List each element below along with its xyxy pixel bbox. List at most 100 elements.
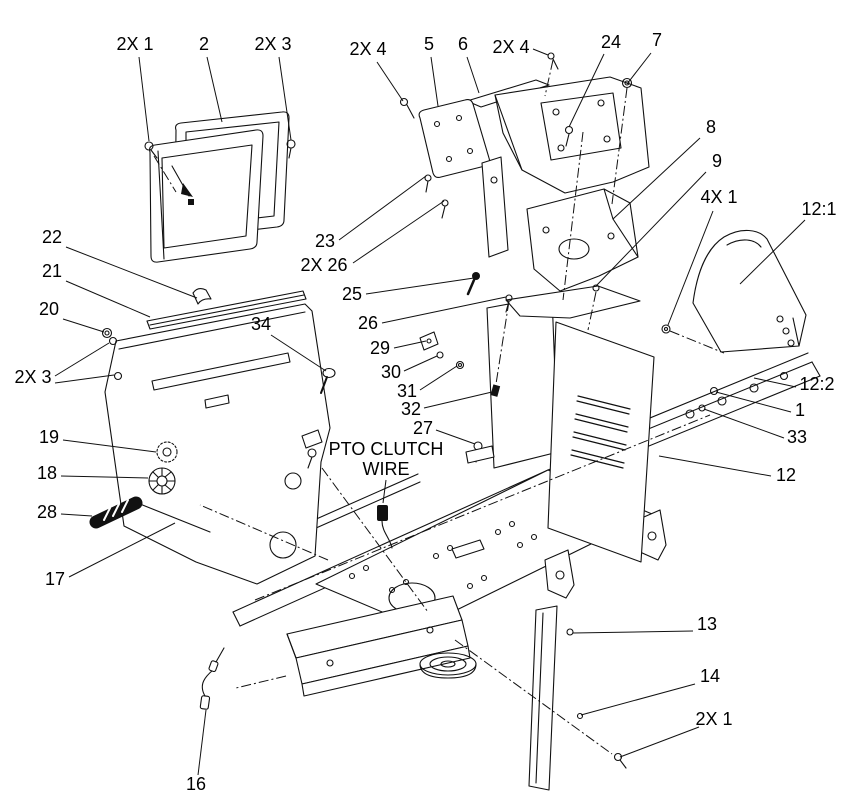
- screw-9: [592, 284, 600, 292]
- part-callout-7: 7: [652, 30, 662, 50]
- part-callout-21: 21: [42, 261, 62, 281]
- drawing-segment: [749, 383, 759, 393]
- drawing-segment: [388, 586, 396, 594]
- tower-upright: [486, 295, 559, 469]
- part-callout-17: 17: [45, 569, 65, 589]
- drawing-segment: [121, 499, 129, 513]
- drawing-segment: [603, 135, 611, 143]
- panel-17: [104, 303, 331, 585]
- leader-line-30: [403, 355, 438, 372]
- part-callout-30: 30: [381, 362, 401, 382]
- part-callout-16: 16: [186, 774, 206, 794]
- drawing-segment: [402, 578, 410, 586]
- drawing-segment: [647, 531, 657, 541]
- part-callout-2x4-b: 2X 4: [492, 37, 529, 57]
- panel-12: [547, 321, 655, 563]
- washer-14: [576, 712, 584, 720]
- drawing-segment: [445, 155, 453, 163]
- knob-19: [156, 441, 178, 463]
- drawing-segment: [572, 436, 626, 451]
- drawing-segment: [254, 414, 711, 601]
- drawing-segment: [726, 239, 762, 248]
- drawing-segment: [201, 669, 214, 697]
- part-callout-12-2: 12:2: [799, 374, 834, 394]
- bracket-22: [192, 287, 212, 305]
- drawing-segment: [188, 199, 194, 205]
- pto-connector-group: [377, 505, 393, 549]
- part-callout-20: 20: [39, 299, 59, 319]
- part-callout-9: 9: [712, 151, 722, 171]
- drawing-segment: [466, 147, 474, 155]
- drawing-segment: [508, 520, 516, 528]
- leader-line-12-2: [753, 377, 797, 388]
- drawing-segment: [552, 108, 560, 116]
- drawing-segment: [455, 114, 463, 122]
- drawing-segment: [612, 218, 639, 258]
- tower-group: [486, 284, 719, 563]
- drawing-segment: [440, 660, 456, 668]
- leader-line-2x1-top: [138, 56, 150, 142]
- fender-12-1: [692, 229, 807, 353]
- drawing-segment: [199, 695, 211, 710]
- part-callout-2x3-top: 2X 3: [254, 34, 291, 54]
- drawing-segment: [516, 541, 524, 549]
- screw-2x1-bottom: [613, 752, 623, 762]
- leader-line-18: [60, 475, 149, 479]
- bolt-4x1: [661, 324, 671, 334]
- drawing-segment: [321, 467, 429, 613]
- drawing-segment: [597, 99, 605, 107]
- spacer-33: [698, 404, 706, 412]
- drawing-segment: [779, 371, 789, 381]
- leader-line-pto: [382, 479, 387, 504]
- drawing-segment: [215, 647, 225, 663]
- drawing-segment: [429, 656, 467, 672]
- leader-line-20: [62, 318, 105, 333]
- leader-line-33: [703, 408, 785, 439]
- leader-line-2x3-left: [54, 342, 110, 377]
- part-callout-13: 13: [697, 614, 717, 634]
- part-callout-29: 29: [370, 338, 390, 358]
- drawing-segment: [685, 409, 695, 419]
- part-callout-32: 32: [401, 399, 421, 419]
- part-callout-2x26: 2X 26: [300, 255, 347, 275]
- drawing-segment: [490, 176, 498, 184]
- drawing-segment: [495, 300, 510, 385]
- leader-line-2x4-a: [376, 61, 404, 102]
- part-callout-25: 25: [342, 284, 362, 304]
- drawing-segment: [235, 675, 287, 689]
- leader-line-28: [60, 513, 93, 517]
- drawing-segment: [129, 499, 211, 533]
- part-callout-2x3-left: 2X 3: [14, 367, 51, 387]
- drawing-segment: [153, 155, 177, 193]
- drawing-segment: [782, 327, 790, 335]
- leader-line-12-1: [739, 219, 806, 285]
- frame-foot-bracket: [544, 549, 575, 599]
- drawing-segment: [152, 471, 159, 478]
- drawing-segment: [494, 528, 502, 536]
- leader-line-26: [381, 296, 507, 324]
- drawing-segment: [587, 291, 597, 331]
- drawing-segment: [208, 660, 219, 673]
- drawing-segment: [150, 149, 158, 159]
- drawing-segment: [465, 445, 495, 464]
- leader-line-2x3-left: [54, 374, 115, 384]
- part-callout-2: 2: [199, 34, 209, 54]
- drawing-segment: [307, 456, 313, 469]
- drawing-segment: [152, 484, 159, 491]
- part-callout-18: 18: [37, 463, 57, 483]
- wire-16-group: [199, 647, 225, 710]
- part-callout-6: 6: [458, 34, 468, 54]
- drawing-segment: [162, 447, 172, 457]
- drawing-segment: [576, 400, 630, 415]
- part-callout-19: 19: [39, 427, 59, 447]
- part-callout-23: 23: [315, 231, 335, 251]
- drawing-segment: [164, 471, 172, 478]
- part-callout-27: 27: [413, 418, 433, 438]
- clip-32: [490, 384, 501, 397]
- drawing-segment: [603, 188, 614, 220]
- leader-line-2x3-top: [278, 56, 292, 141]
- leader-line-21: [65, 280, 151, 318]
- bottom-right-panel-group: [528, 605, 627, 791]
